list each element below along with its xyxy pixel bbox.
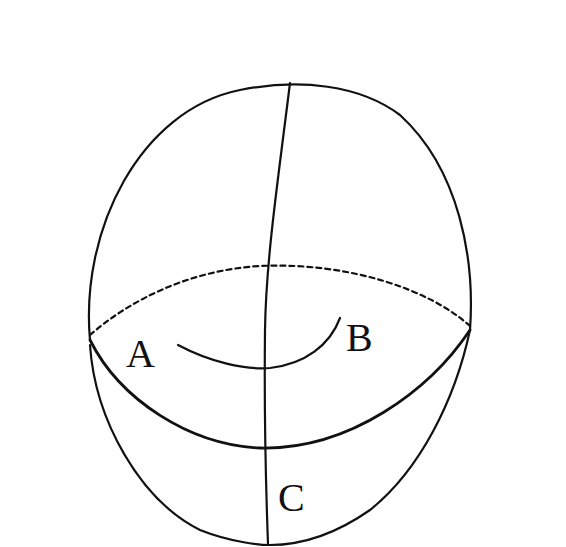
equator-back (90, 266, 470, 335)
equator-front (90, 330, 470, 448)
point-label: B (346, 318, 373, 358)
point-label: A (126, 334, 155, 374)
circle-label: C (278, 478, 305, 518)
sphere-lower-right-outline (270, 330, 470, 545)
meridian (265, 83, 290, 544)
arc-a-b (178, 318, 340, 368)
sphere-lower-left-outline (90, 345, 270, 545)
sphere-upper-outline (89, 84, 471, 340)
